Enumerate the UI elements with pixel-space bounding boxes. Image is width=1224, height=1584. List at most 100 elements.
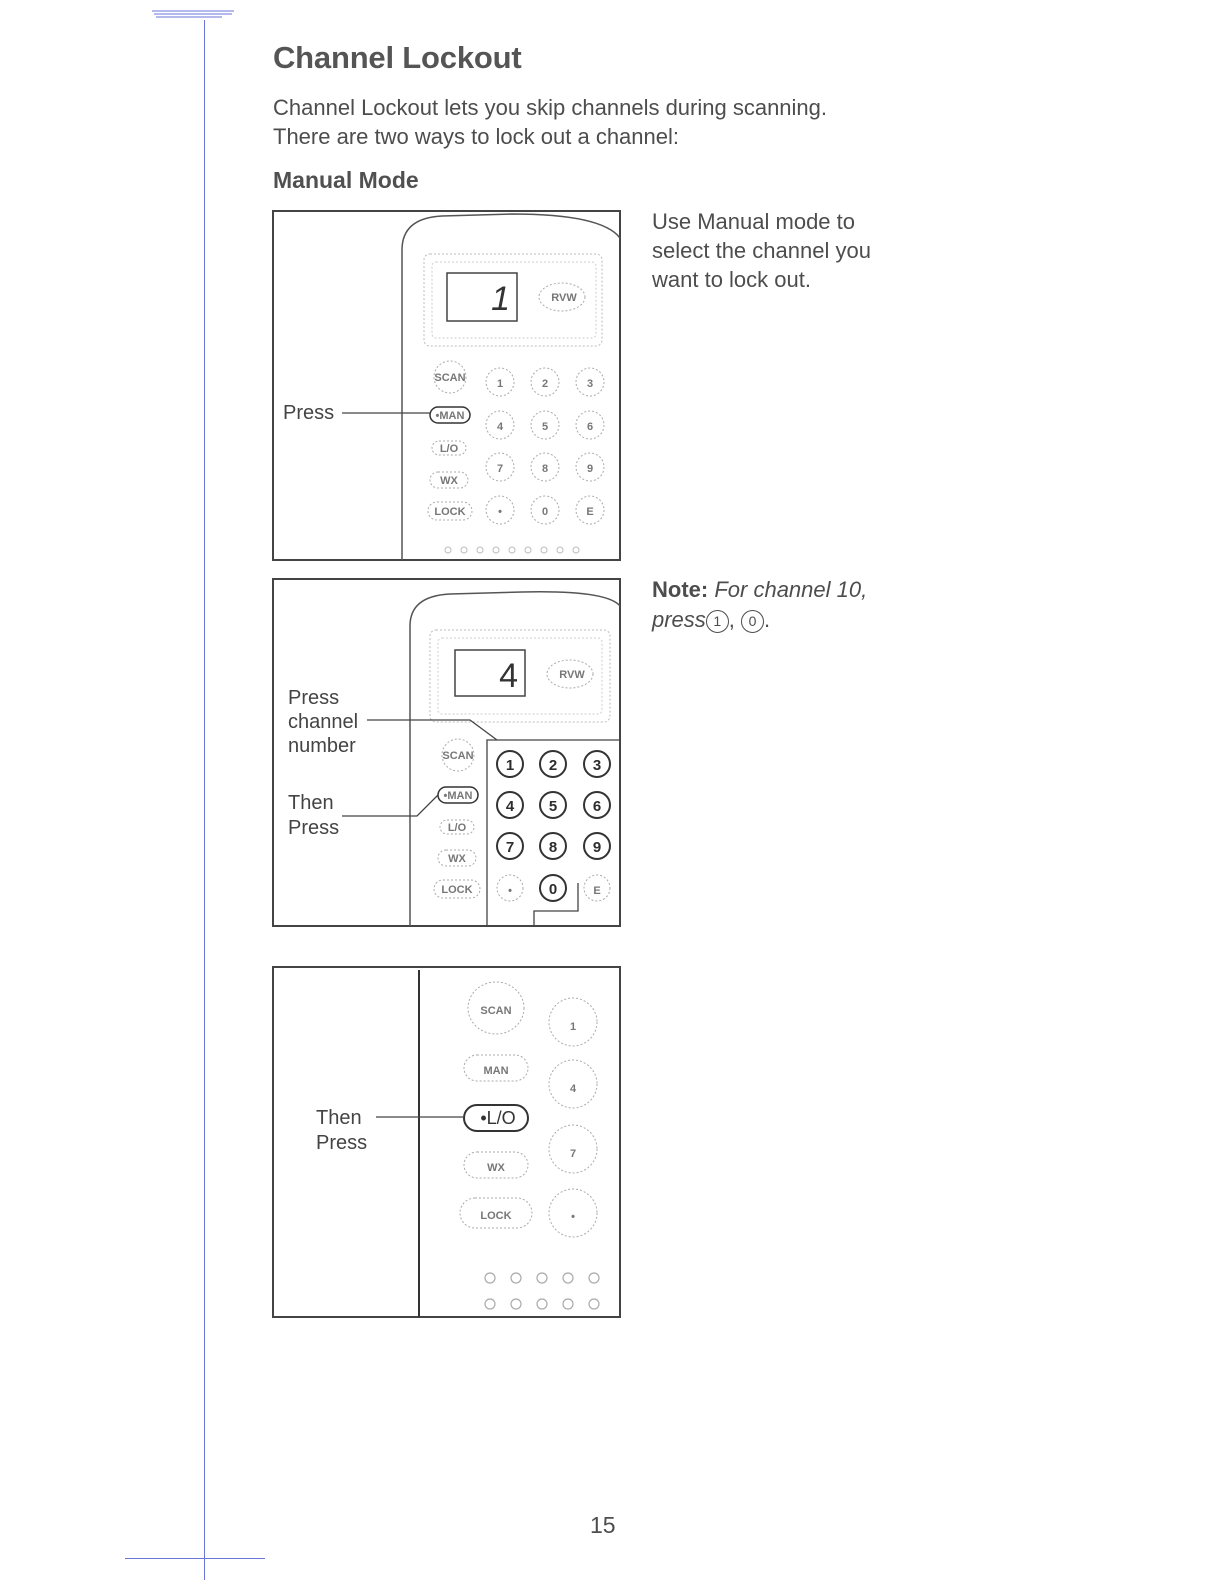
- key-7: 7: [497, 463, 503, 475]
- note-label: Note:: [652, 577, 709, 602]
- key-dot: •: [571, 1211, 575, 1223]
- key-1: 1: [506, 757, 514, 774]
- figure-manual-mode: 1 RVW SCAN •MAN L/O WX LOCK 1 2 3 4 5 6 …: [272, 210, 621, 561]
- rvw-key-label: RVW: [551, 292, 577, 304]
- keypad: 1 4 7 •: [548, 997, 598, 1238]
- intro-line: Channel Lockout lets you skip channels d…: [273, 95, 828, 120]
- key-7: 7: [570, 1148, 576, 1160]
- instruction-line: want to lock out.: [652, 267, 811, 292]
- key-dot: •: [498, 506, 502, 518]
- man-key-label: •MAN: [436, 410, 465, 422]
- key-5: 5: [542, 421, 548, 433]
- rvw-key: [546, 659, 594, 689]
- key-5: 5: [549, 798, 557, 815]
- section-heading: Manual Mode: [273, 167, 419, 193]
- key-0: 0: [542, 506, 548, 518]
- then-press-label: Press: [316, 1132, 367, 1154]
- lock-key-label: LOCK: [480, 1210, 511, 1222]
- wx-key-label: WX: [440, 475, 458, 487]
- lock-key: [459, 1197, 533, 1229]
- margin-pen-line: [204, 20, 205, 1580]
- man-key: [429, 406, 471, 424]
- figure-lockout-key: SCAN MAN •L/O WX LOCK 1 4 7 • Then Press: [272, 966, 621, 1318]
- key-0-icon: 0: [741, 610, 765, 633]
- lo-key-label: L/O: [440, 443, 459, 455]
- wx-key: [463, 1151, 529, 1179]
- margin-pen-mark: [152, 10, 234, 18]
- lock-key-label: LOCK: [441, 884, 472, 896]
- key-3: 3: [593, 757, 601, 774]
- instruction-line: select the channel you: [652, 238, 871, 263]
- leader-line: [367, 719, 498, 741]
- press-label: Press: [288, 687, 339, 709]
- scan-key: [433, 360, 467, 394]
- intro-paragraph: Channel Lockout lets you skip channels d…: [273, 93, 913, 151]
- scan-key: [441, 738, 475, 772]
- key-4: 4: [497, 421, 504, 433]
- press-label: number: [288, 735, 356, 757]
- key-7: 7: [506, 839, 514, 856]
- lcd-value: 4: [499, 657, 518, 695]
- lo-key: [431, 440, 467, 456]
- keypad-outline: [486, 739, 620, 926]
- key-dot: •: [508, 885, 512, 897]
- key-1: 1: [497, 378, 503, 390]
- leader-line: [342, 794, 439, 817]
- page-number: 15: [590, 1512, 616, 1538]
- note-text: For channel 10,: [714, 577, 868, 602]
- lo-key-label: L/O: [448, 822, 467, 834]
- key-1: 1: [570, 1021, 576, 1033]
- key-e: E: [593, 885, 600, 897]
- key-0: 0: [549, 881, 557, 898]
- page-title: Channel Lockout: [273, 40, 522, 75]
- wx-key: [429, 471, 469, 489]
- key-6: 6: [587, 421, 593, 433]
- lo-key: [439, 819, 475, 835]
- lock-key: [433, 879, 481, 899]
- instruction-text: Use Manual mode to select the channel yo…: [652, 207, 912, 294]
- lcd-display: [454, 649, 526, 697]
- man-key-label: •MAN: [444, 790, 473, 802]
- speaker-holes: [484, 1272, 600, 1310]
- scan-key: [467, 981, 525, 1035]
- rvw-key: [538, 282, 586, 312]
- speaker-holes: [444, 546, 580, 554]
- wx-key: [437, 849, 477, 867]
- lock-key: [427, 501, 473, 521]
- key-6: 6: [593, 798, 601, 815]
- key-2: 2: [542, 378, 548, 390]
- note-end: .: [764, 607, 771, 632]
- key-2: 2: [549, 757, 557, 774]
- lo-key: [463, 1104, 529, 1132]
- press-label: Press: [283, 402, 334, 424]
- key-4: 4: [570, 1083, 577, 1095]
- key-9: 9: [593, 839, 601, 856]
- then-press-label: Press: [288, 817, 339, 839]
- lo-key-label: •L/O: [480, 1108, 515, 1128]
- margin-pen-bottom: [125, 1558, 265, 1559]
- lcd-value: 1: [491, 280, 510, 318]
- wx-key-label: WX: [448, 853, 466, 865]
- man-key-label: MAN: [483, 1065, 508, 1077]
- note-separator: ,: [728, 607, 735, 632]
- rvw-key-label: RVW: [559, 669, 585, 681]
- lcd-display: [446, 272, 518, 322]
- scan-key-label: SCAN: [480, 1005, 511, 1017]
- instruction-line: Use Manual mode to: [652, 209, 855, 234]
- key-8: 8: [549, 839, 557, 856]
- key-e: E: [586, 506, 593, 518]
- then-press-label: Then: [316, 1107, 362, 1129]
- key-8: 8: [542, 463, 548, 475]
- man-key: [463, 1054, 529, 1082]
- scan-key-label: SCAN: [442, 750, 473, 762]
- wx-key-label: WX: [487, 1162, 505, 1174]
- keypad: 1 2 3 4 5 6 7 8 9 • 0 E: [496, 750, 611, 902]
- scan-key-label: SCAN: [434, 372, 465, 384]
- note-text: press: [652, 607, 706, 632]
- press-label: channel: [288, 711, 358, 733]
- keypad: 1 2 3 4 5 6 7 8 9 • 0 E: [485, 367, 605, 525]
- intro-line: There are two ways to lock out a channel…: [273, 124, 679, 149]
- key-4: 4: [506, 798, 515, 815]
- key-9: 9: [587, 463, 593, 475]
